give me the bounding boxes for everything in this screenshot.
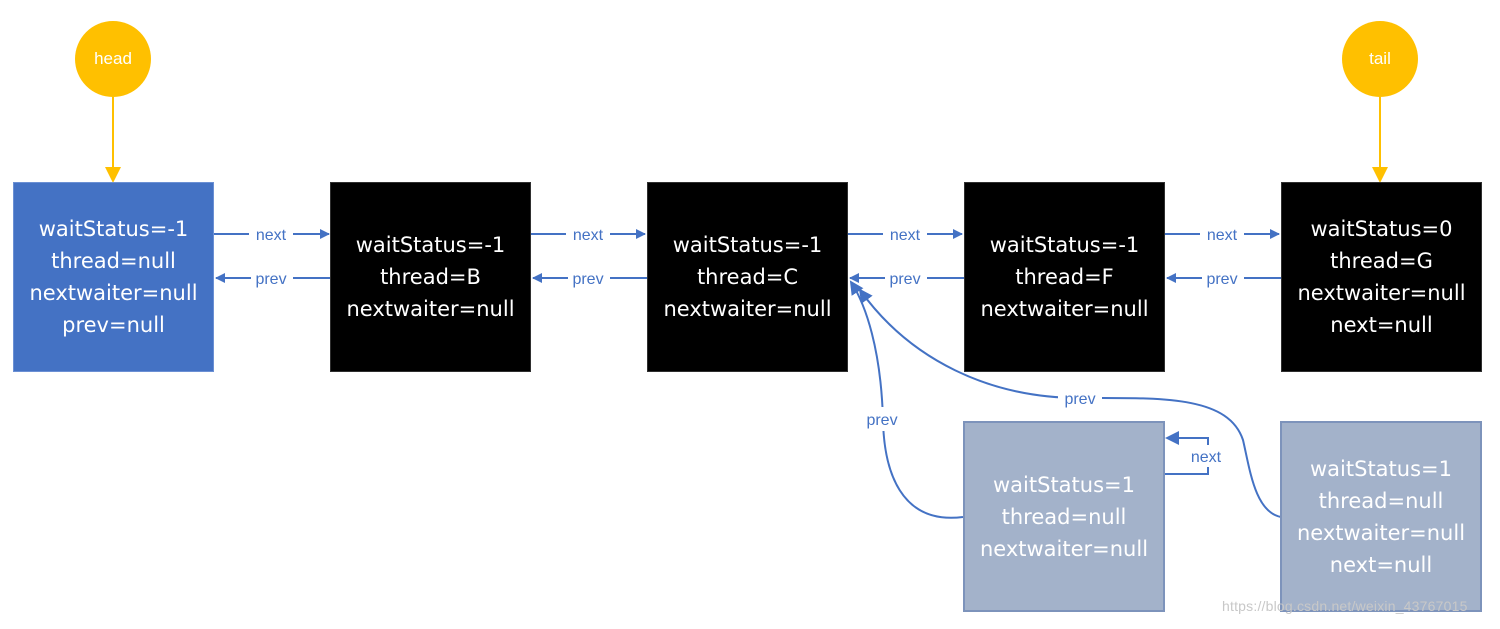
next-label: next bbox=[890, 227, 921, 244]
node-thread-f: waitStatus=-1 thread=F nextwaiter=null bbox=[964, 182, 1165, 372]
prev-label-bg bbox=[860, 407, 904, 431]
node-field-wait-status: waitStatus=0 bbox=[1310, 217, 1453, 241]
next-label: next bbox=[256, 227, 287, 244]
node-field-thread: thread=C bbox=[696, 265, 799, 289]
head-pointer: head bbox=[75, 21, 151, 97]
node-field-nextwaiter: nextwaiter=null bbox=[1297, 281, 1466, 305]
node-field-wait-status: waitStatus=1 bbox=[1310, 456, 1452, 481]
node-field-thread: thread=null bbox=[1001, 504, 1127, 529]
head-pointer-label: head bbox=[94, 49, 132, 68]
node-field-wait-status: waitStatus=-1 bbox=[355, 233, 506, 257]
node-field-next: next=null bbox=[1329, 552, 1433, 577]
node-field-thread: thread=G bbox=[1330, 249, 1433, 273]
prev-label: prev bbox=[1064, 391, 1095, 408]
prev-label: prev bbox=[1206, 271, 1237, 288]
prev-curve-cancelled1-c bbox=[849, 280, 964, 519]
node-field-nextwaiter: nextwaiter=null bbox=[980, 297, 1149, 321]
prev-label: prev bbox=[889, 271, 920, 288]
node-field-thread: thread=B bbox=[380, 265, 481, 289]
node-field-wait-status: waitStatus=-1 bbox=[989, 233, 1140, 257]
node-field-nextwaiter: nextwaiter=null bbox=[1296, 520, 1466, 545]
node-field-thread: thread=null bbox=[1318, 488, 1444, 513]
head-node: waitStatus=-1 thread=null nextwaiter=nul… bbox=[13, 182, 214, 372]
node-field-thread: thread=F bbox=[1015, 265, 1114, 289]
prev-curve-cancelled2-c bbox=[858, 288, 1282, 518]
prev-label-bg bbox=[1058, 386, 1102, 410]
watermark-text: https://blog.csdn.net/weixin_43767015 bbox=[1222, 598, 1468, 614]
cancelled-node-1: waitStatus=1 thread=null nextwaiter=null bbox=[963, 421, 1165, 612]
node-field-nextwaiter: nextwaiter=null bbox=[663, 297, 832, 321]
node-thread-b: waitStatus=-1 thread=B nextwaiter=null bbox=[330, 182, 531, 372]
node-field-thread: thread=null bbox=[51, 249, 176, 273]
prev-label: prev bbox=[255, 271, 286, 288]
next-label: next bbox=[1207, 227, 1238, 244]
node-field-wait-status: waitStatus=-1 bbox=[38, 217, 189, 241]
prev-label: prev bbox=[572, 271, 603, 288]
tail-pointer: tail bbox=[1342, 21, 1418, 97]
prev-label: prev bbox=[866, 412, 897, 429]
next-label-bg bbox=[1184, 445, 1228, 467]
next-label: next bbox=[1191, 449, 1222, 466]
node-field-nextwaiter: nextwaiter=null bbox=[346, 297, 515, 321]
node-field-wait-status: waitStatus=1 bbox=[993, 472, 1135, 497]
next-label: next bbox=[573, 227, 604, 244]
node-thread-g: waitStatus=0 thread=G nextwaiter=null ne… bbox=[1281, 182, 1482, 372]
node-field-next: next=null bbox=[1330, 313, 1433, 337]
node-field-wait-status: waitStatus=-1 bbox=[672, 233, 823, 257]
node-field-prev: prev=null bbox=[62, 313, 165, 337]
node-field-nextwaiter: nextwaiter=null bbox=[29, 281, 198, 305]
cancelled-node-2: waitStatus=1 thread=null nextwaiter=null… bbox=[1280, 421, 1482, 612]
node-field-nextwaiter: nextwaiter=null bbox=[979, 536, 1149, 561]
node-thread-c: waitStatus=-1 thread=C nextwaiter=null bbox=[647, 182, 848, 372]
tail-pointer-label: tail bbox=[1369, 49, 1391, 68]
